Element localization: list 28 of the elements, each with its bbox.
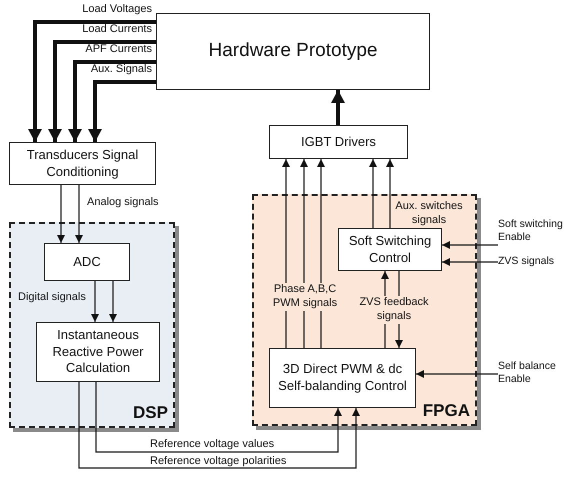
- node-text: 3D Direct PWM & dc Self-balanding Control: [277, 361, 408, 395]
- panel-title: FPGA: [422, 401, 470, 421]
- panel-title: DSP: [133, 403, 168, 423]
- edge-label: Load Currents: [82, 23, 152, 37]
- edge-label: Aux. switches signals: [394, 200, 464, 228]
- edge-label: Reference voltage polarities: [150, 455, 286, 469]
- node-text: IGBT Drivers: [300, 134, 377, 150]
- edge-label: APF Currents: [85, 43, 152, 57]
- edge-label: Aux. Signals: [90, 63, 152, 77]
- node-text: ADC: [72, 254, 102, 270]
- node-text: Transducers Signal Conditioning: [26, 146, 140, 180]
- node-text: Self balance Enable: [498, 360, 557, 386]
- process-box: [9, 142, 156, 185]
- process-box: [36, 322, 160, 382]
- process-box: [269, 348, 416, 408]
- node-text: Soft Switching Control: [348, 232, 432, 266]
- node-text: ZVS signals: [498, 255, 554, 268]
- node-text: Hardware Prototype: [208, 39, 378, 64]
- process-box: [156, 13, 430, 90]
- process-box: [44, 243, 130, 281]
- node-text: Soft switching Enable: [498, 218, 564, 244]
- edge-label: Reference voltage values: [150, 438, 274, 452]
- edge-label: Load Voltages: [82, 3, 152, 17]
- process-box: [338, 228, 442, 271]
- edge-label: Analog signals: [87, 196, 159, 210]
- node-text: Instantaneous Reactive Power Calculation: [51, 326, 145, 378]
- edge-label: Digital signals: [18, 291, 86, 305]
- process-box: [269, 125, 408, 159]
